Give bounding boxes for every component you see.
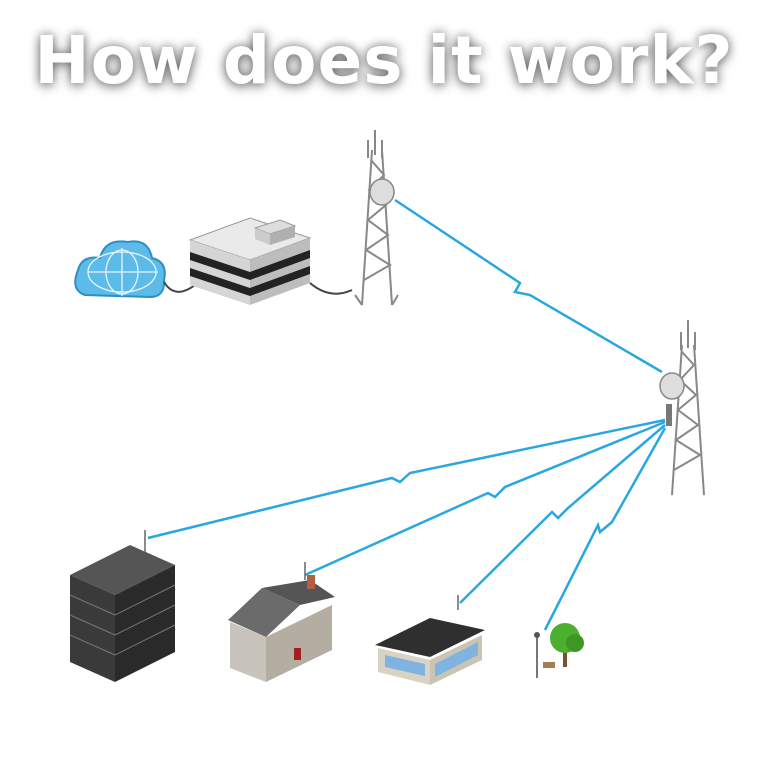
beam-shop [459, 424, 666, 604]
dish-antenna-icon [369, 178, 395, 206]
bench-icon [543, 662, 555, 668]
transmission-tower-icon [354, 130, 399, 306]
streetlight-icon [534, 632, 540, 678]
cable [309, 282, 353, 295]
cable [163, 281, 196, 293]
internet-cloud-icon [74, 240, 166, 299]
beam-streetlight [543, 427, 667, 631]
beam-house [304, 420, 666, 577]
shop-building-icon [375, 595, 485, 685]
office-building-icon [69, 530, 176, 682]
backhaul-beam [394, 198, 663, 374]
tree-icon [550, 623, 584, 667]
beam-office [147, 418, 666, 540]
wireless-beams [147, 198, 667, 631]
house-icon [228, 562, 335, 682]
dish-antenna-icon [659, 372, 685, 400]
sector-antenna-icon [666, 404, 672, 426]
datacenter-icon [188, 217, 312, 305]
page-title: How does it work? [34, 22, 734, 99]
transmission-tower-icon [671, 320, 705, 496]
